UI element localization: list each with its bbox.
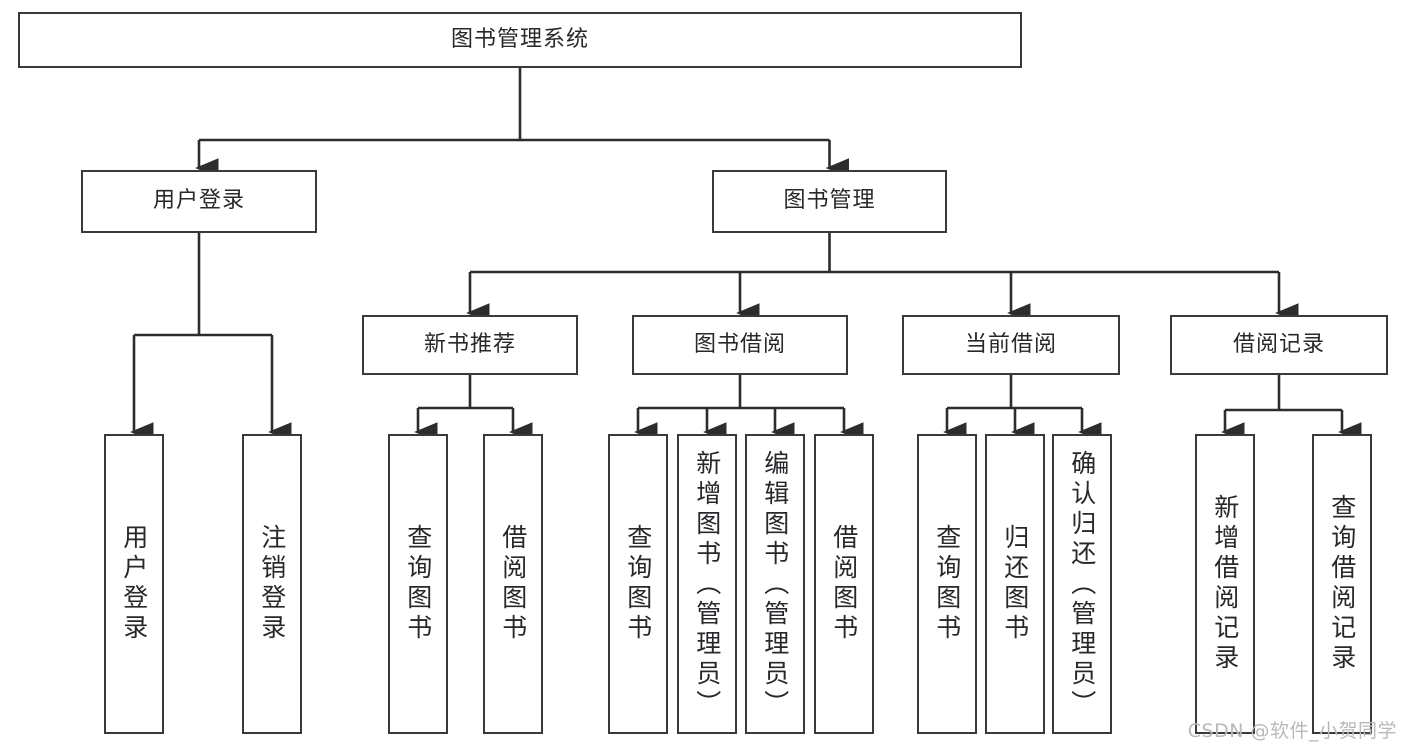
node-leaf-user-logout[interactable]: 注销登录 [242,434,302,734]
node-leaf-add-book[interactable]: 新增图书（管理员） [677,434,737,734]
node-leaf-borrow-book-new[interactable]: 借阅图书 [483,434,543,734]
node-label: 借阅记录 [1232,331,1325,357]
node-label: 图书管理 [783,188,876,214]
node-leaf-confirm-return[interactable]: 确认归还（管理员） [1052,434,1112,734]
node-label: 查询图书 [403,524,433,644]
node-label: 新增图书（管理员） [692,450,722,720]
node-label: 借阅图书 [498,524,528,644]
node-leaf-query-book-current[interactable]: 查询图书 [917,434,977,734]
node-label: 借阅图书 [829,524,859,644]
node-label: 确认归还（管理员） [1067,450,1097,720]
node-label: 查询图书 [623,524,653,644]
node-leaf-query-record[interactable]: 查询借阅记录 [1312,434,1372,734]
node-label: 图书借阅 [693,331,786,357]
node-records[interactable]: 借阅记录 [1170,315,1388,375]
node-label: 新书推荐 [423,331,516,357]
node-label: 用户登录 [152,188,245,214]
node-label: 当前借阅 [964,331,1057,357]
node-borrow[interactable]: 图书借阅 [632,315,848,375]
node-label: 查询借阅记录 [1327,494,1357,674]
node-leaf-add-record[interactable]: 新增借阅记录 [1195,434,1255,734]
node-login[interactable]: 用户登录 [81,170,317,233]
node-label: 查询图书 [932,524,962,644]
node-leaf-edit-book[interactable]: 编辑图书（管理员） [745,434,805,734]
node-bookmgmt[interactable]: 图书管理 [712,170,947,233]
node-root[interactable]: 图书管理系统 [18,12,1022,68]
node-newbook[interactable]: 新书推荐 [362,315,578,375]
node-leaf-return-book[interactable]: 归还图书 [985,434,1045,734]
node-leaf-user-login[interactable]: 用户登录 [104,434,164,734]
node-leaf-query-book-new[interactable]: 查询图书 [388,434,448,734]
node-current[interactable]: 当前借阅 [902,315,1120,375]
node-label: 新增借阅记录 [1210,494,1240,674]
node-label: 图书管理系统 [450,26,589,52]
watermark-text: CSDN @软件_小贺同学 [1187,720,1397,742]
node-leaf-borrow-book[interactable]: 借阅图书 [814,434,874,734]
node-leaf-query-book-borrow[interactable]: 查询图书 [608,434,668,734]
node-label: 归还图书 [1000,524,1030,644]
node-label: 注销登录 [257,524,287,644]
node-label: 用户登录 [119,524,149,644]
node-label: 编辑图书（管理员） [760,450,790,720]
